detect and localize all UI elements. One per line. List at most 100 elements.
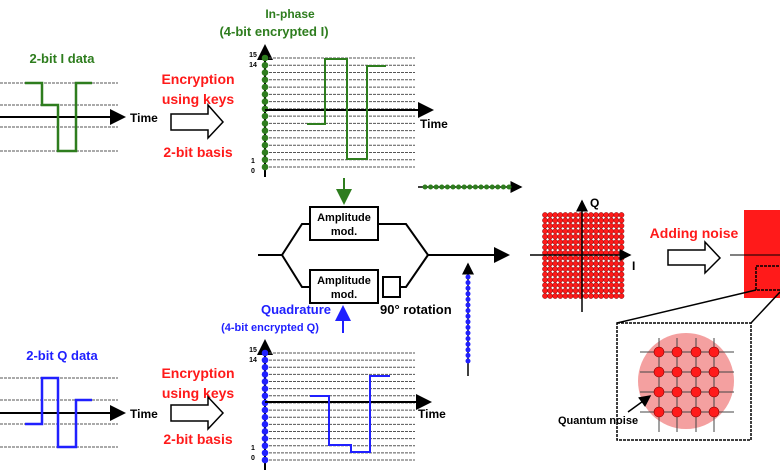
- level-dot: [261, 406, 269, 414]
- amp-mod-q-label-1: Amplitude: [317, 275, 371, 287]
- in-phase-level-grid: [257, 44, 415, 177]
- constellation-point: [613, 228, 620, 234]
- constellation-point: [583, 282, 589, 289]
- constellation-point: [542, 271, 548, 278]
- phase-rotator: [382, 276, 401, 298]
- constellation-point: [542, 228, 548, 234]
- constellation-point: [547, 266, 553, 272]
- constellation-point: [552, 271, 559, 278]
- amp-mod-q-label-2: mod.: [331, 289, 357, 301]
- constellation-point: [613, 260, 620, 267]
- level-dot: [261, 385, 269, 392]
- constellation-point: [572, 217, 579, 224]
- i-time-label: Time: [130, 111, 158, 125]
- constellation-point: [547, 271, 553, 278]
- level-dot: [261, 91, 269, 98]
- q-data-label: 2-bit Q data: [26, 348, 98, 363]
- adding-noise-arrow: [667, 240, 722, 275]
- level-dot: [261, 134, 269, 142]
- constellation-point: [598, 282, 604, 289]
- i-data-waveform: [25, 81, 92, 153]
- constellation-point: [542, 293, 548, 299]
- zoom-region: [755, 265, 780, 291]
- level-dot: [261, 69, 269, 76]
- constellation-point: [608, 212, 615, 218]
- symbol-dot: [472, 184, 478, 190]
- encryption-label-q: Encryption: [161, 365, 234, 381]
- constellation-point: [593, 233, 599, 240]
- level-dot: [261, 449, 269, 457]
- constellation-point: [542, 276, 548, 283]
- basis-label-i: 2-bit basis: [163, 144, 232, 160]
- constellation-point: [608, 239, 615, 245]
- constellation-point: [608, 276, 615, 283]
- symbol-dot: [465, 336, 471, 342]
- constellation-point: [613, 233, 620, 240]
- constellation-point: [598, 239, 604, 245]
- symbol-dot: [461, 184, 467, 190]
- quadrature-subtitle: (4-bit encrypted Q): [221, 322, 319, 334]
- constellation-point: [593, 217, 599, 224]
- constellation-point: [618, 239, 625, 245]
- constellation-point: [552, 276, 559, 283]
- constellation-point: [562, 260, 569, 267]
- q-level-0-label: 0: [251, 455, 255, 462]
- symbol-dot: [444, 184, 450, 190]
- constellation-point: [603, 244, 610, 251]
- constellation-point: [603, 276, 610, 283]
- inset-point: [671, 346, 683, 358]
- level-dot: [261, 156, 269, 164]
- constellation-point: [542, 260, 548, 267]
- symbol-dot: [465, 308, 471, 314]
- constellation-point: [552, 239, 559, 245]
- constellation-point: [557, 255, 564, 262]
- constellation-point: [613, 287, 620, 294]
- constellation-point: [603, 212, 610, 218]
- constellation-point: [603, 287, 610, 294]
- constellation-point: [593, 239, 599, 245]
- symbol-dot: [465, 302, 471, 308]
- constellation-point: [618, 266, 625, 272]
- constellation-point: [572, 233, 579, 240]
- constellation-point: [583, 244, 589, 251]
- constellation-point: [557, 222, 564, 229]
- level-dot: [261, 83, 269, 91]
- constellation-point: [588, 244, 594, 251]
- level-dot: [261, 371, 269, 378]
- constellation-point: [572, 212, 579, 218]
- constellation-point: [618, 233, 625, 240]
- inset-point: [653, 386, 665, 398]
- symbol-dot: [506, 184, 512, 190]
- in-phase-waveform: [307, 58, 386, 160]
- constellation-point: [593, 260, 599, 267]
- symbol-dot: [422, 184, 428, 190]
- constellation-point: [588, 239, 594, 245]
- constellation-point: [557, 276, 564, 283]
- level-dot: [261, 163, 269, 171]
- constellation-point: [593, 255, 599, 262]
- inset-point: [671, 386, 683, 398]
- level-dot: [261, 105, 269, 113]
- constellation-point: [572, 276, 579, 283]
- constellation-point: [603, 228, 610, 234]
- quadrature-level-grid: [257, 339, 415, 470]
- level-14-label: 14: [249, 62, 257, 69]
- constellation-point: [567, 266, 574, 272]
- inset-point: [653, 406, 665, 418]
- constellation-point: [547, 233, 553, 240]
- constellation-point: [562, 217, 569, 224]
- constellation-point: [618, 271, 625, 278]
- symbol-dot: [465, 341, 471, 347]
- symbol-dot: [465, 274, 471, 280]
- constellation-point: [572, 239, 579, 245]
- constellation-point: [572, 282, 579, 289]
- constellation-point: [557, 212, 564, 218]
- constellation-point: [542, 282, 548, 289]
- constellation-point: [552, 255, 559, 262]
- symbol-dot: [465, 358, 471, 364]
- rotation-label: 90° rotation: [380, 302, 452, 317]
- constellation-point: [557, 260, 564, 267]
- quantum-noise-pointer: [627, 395, 652, 413]
- constellation-point: [542, 222, 548, 229]
- constellation-point: [618, 287, 625, 294]
